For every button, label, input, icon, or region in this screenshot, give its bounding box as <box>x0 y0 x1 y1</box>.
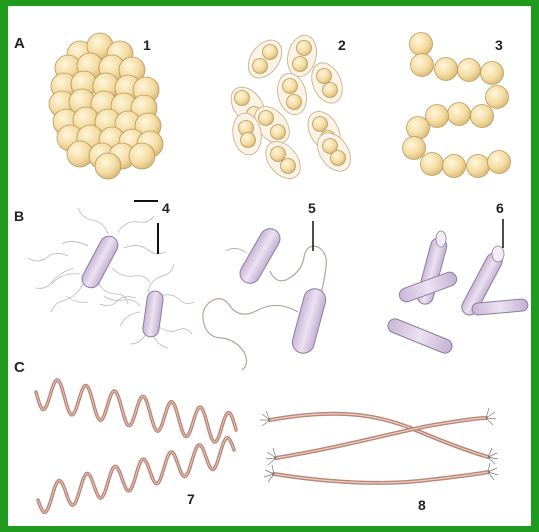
coccus-cell <box>241 133 256 148</box>
coccus-cell <box>235 91 250 106</box>
panel-number-3: 3 <box>495 37 503 53</box>
coccus-cell <box>271 125 286 140</box>
section-label-a: A <box>14 35 25 52</box>
spore-forming-bacilli-illustration <box>386 219 529 355</box>
coccus-cell <box>421 153 444 176</box>
panel-number-8: 8 <box>418 497 426 513</box>
spirochete-filaments-illustration <box>260 408 498 483</box>
coccus-cell <box>129 143 155 169</box>
coccus-cell <box>407 117 430 140</box>
coccus-cell <box>253 59 268 74</box>
section-label-b: B <box>14 208 24 224</box>
coccus-cell <box>259 111 274 126</box>
coccus-cell <box>283 79 298 94</box>
coccus-cell <box>481 62 504 85</box>
peritrichous-bacilli-illustration <box>28 201 194 348</box>
panel-number-2: 2 <box>338 37 346 53</box>
coccus-cell <box>313 117 328 132</box>
coccus-cell <box>95 153 121 179</box>
coccus-cell <box>297 41 312 56</box>
coccus-cell <box>435 58 458 81</box>
panel-number-1: 1 <box>143 37 151 53</box>
coccus-cell <box>323 83 338 98</box>
panel-number-6: 6 <box>496 200 504 216</box>
coccus-cell <box>403 137 426 160</box>
coccus-cell <box>448 103 471 126</box>
panel-number-7: 7 <box>187 491 195 507</box>
encapsulated-diplococci-illustration <box>224 32 357 185</box>
section-label-c: C <box>14 359 25 376</box>
coccus-cell <box>486 86 509 109</box>
coccus-cell <box>488 151 511 174</box>
coccus-cell <box>293 57 308 72</box>
panel-number-4: 4 <box>162 200 170 216</box>
spirillum-illustration <box>36 380 236 512</box>
coccus-cell <box>471 105 494 128</box>
coccus-cell <box>317 69 332 84</box>
coccus-cell <box>271 147 286 162</box>
bacteria-morphology-figure: A B C 1 2 3 4 5 6 7 8 <box>8 6 531 526</box>
staphylococcus-cluster-illustration <box>49 33 163 179</box>
coccus-cell <box>458 59 481 82</box>
coccus-cell <box>467 155 490 178</box>
panel-number-5: 5 <box>308 200 316 216</box>
coccus-cell <box>263 45 278 60</box>
coccus-cell <box>410 33 433 56</box>
polar-flagellum-bacilli-illustration <box>203 221 328 370</box>
coccus-cell <box>443 155 466 178</box>
figure-canvas: A B C 1 2 3 4 5 6 7 8 <box>8 6 531 526</box>
coccus-cell <box>331 151 346 166</box>
streptococcus-chain-illustration <box>403 33 511 178</box>
coccus-cell <box>287 95 302 110</box>
coccus-cell <box>411 54 434 77</box>
capsule <box>273 70 310 118</box>
coccus-cell <box>281 159 296 174</box>
